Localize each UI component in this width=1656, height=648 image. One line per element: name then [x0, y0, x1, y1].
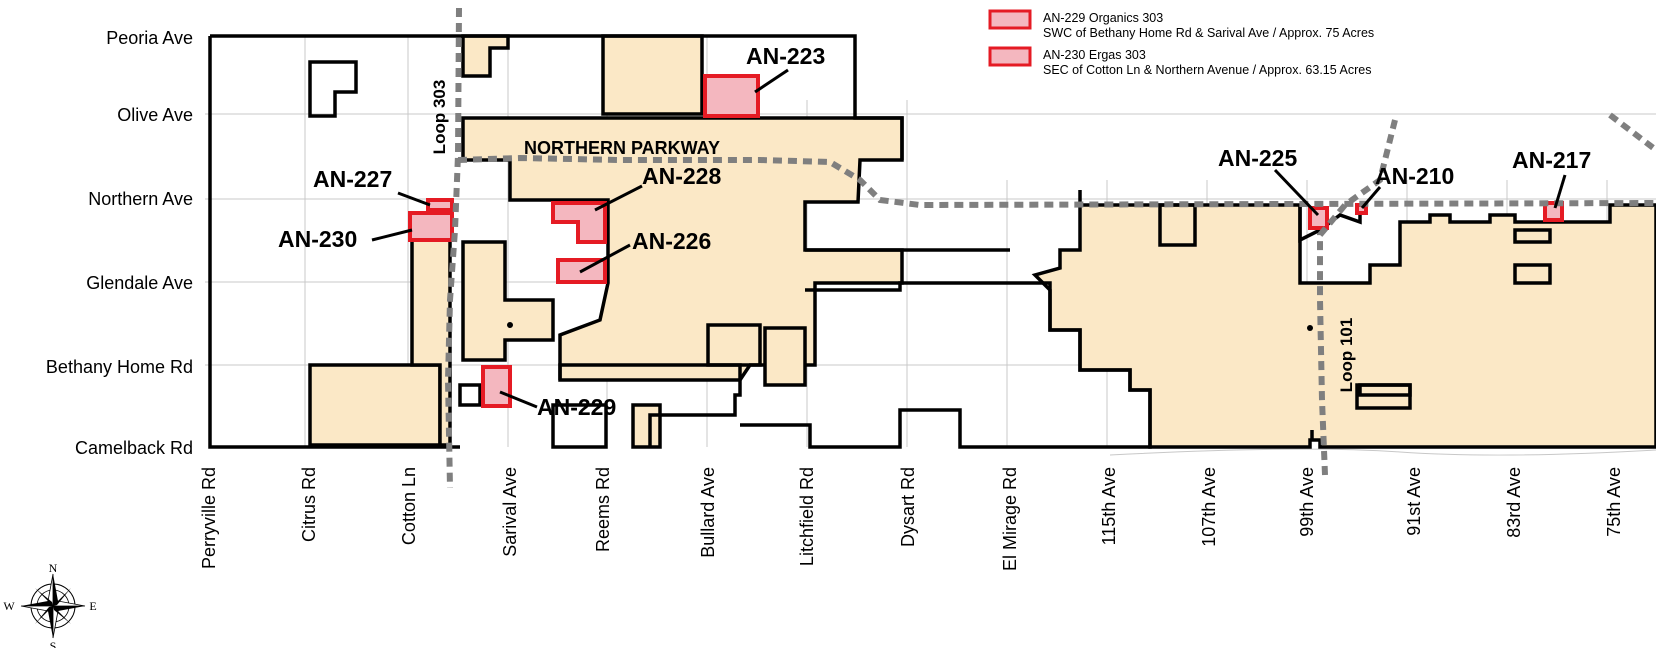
city-areas	[308, 34, 1656, 449]
city-area-west-tracts	[308, 363, 442, 447]
legend-swatch-an229	[988, 9, 1032, 30]
street-label-99th-ave: 99th Ave	[1297, 467, 1317, 537]
legend-title-an230: AN-230 Ergas 303	[1043, 48, 1146, 62]
street-label-peoria-ave: Peoria Ave	[106, 28, 193, 48]
street-label-75th-ave: 75th Ave	[1604, 467, 1624, 537]
street-label-91st-ave: 91st Ave	[1404, 467, 1424, 536]
city-area-camelback-strip	[631, 403, 662, 449]
label-an226: AN-226	[632, 228, 711, 254]
label-an210: AN-210	[1375, 163, 1454, 189]
leader-lines	[371, 68, 1567, 409]
compass-w: W	[3, 599, 15, 613]
loop-101-label: Loop 101	[1337, 318, 1356, 393]
label-an217: AN-217	[1512, 147, 1591, 173]
street-label-reems-rd: Reems Rd	[593, 467, 613, 552]
street-label-115th-ave: 115th Ave	[1099, 467, 1119, 545]
point-markers	[507, 322, 1313, 331]
street-label-dysart-rd: Dysart Rd	[898, 467, 918, 547]
city-area-peoria-parcel-b	[601, 34, 704, 116]
legend-detail-an230: SEC of Cotton Ln & Northern Avenue / App…	[1043, 63, 1371, 77]
jurisdiction-outline	[208, 34, 1552, 449]
city-area-sarival-block	[461, 240, 555, 362]
street-label-glendale-ave: Glendale Ave	[86, 273, 193, 293]
street-label-bethany-home-rd: Bethany Home Rd	[46, 357, 193, 377]
parcel-an229	[481, 365, 512, 408]
loop-101-ne-line	[1608, 112, 1656, 153]
label-an227: AN-227	[313, 166, 392, 192]
annexation-labels: AN-223 AN-228 AN-226 AN-227 AN-230 AN-22…	[278, 43, 1591, 420]
loop-303-label: Loop 303	[430, 80, 449, 155]
east-west-street-labels: Peoria Ave Olive Ave Northern Ave Glenda…	[46, 28, 193, 458]
street-label-perryville-rd: Perryville Rd	[199, 467, 219, 569]
label-an230: AN-230	[278, 226, 357, 252]
compass-e: E	[89, 599, 96, 613]
label-an225: AN-225	[1218, 145, 1297, 171]
street-label-cotton-ln: Cotton Ln	[399, 467, 419, 545]
label-an229: AN-229	[537, 394, 616, 420]
street-label-83rd-ave: 83rd Ave	[1504, 467, 1524, 538]
northern-parkway-label: NORTHERN PARKWAY	[524, 138, 720, 158]
compass-s: S	[50, 639, 57, 648]
street-label-litchfield-rd: Litchfield Rd	[797, 467, 817, 566]
city-area-litchfield-parcel	[763, 326, 807, 387]
loop-303-line	[444, 7, 462, 489]
legend-title-an229: AN-229 Organics 303	[1043, 11, 1163, 25]
northern-parkway-line	[457, 154, 1656, 209]
label-an228: AN-228	[642, 163, 721, 189]
legend-swatch-an230	[988, 46, 1032, 67]
street-label-camelback-rd: Camelback Rd	[75, 438, 193, 458]
highways	[444, 7, 1656, 489]
parcel-an223	[703, 74, 760, 118]
city-area-peoria-parcel-a	[461, 34, 510, 78]
loop-101-line	[1317, 119, 1398, 476]
street-label-citrus-rd: Citrus Rd	[299, 467, 319, 542]
street-label-107th-ave: 107th Ave	[1199, 467, 1219, 547]
parcel-an228	[551, 201, 607, 244]
north-south-street-labels: Perryville Rd Citrus Rd Cotton Ln Sariva…	[199, 467, 1624, 571]
street-label-sarival-ave: Sarival Ave	[500, 467, 520, 557]
parcel-an230	[408, 211, 454, 242]
street-label-el-mirage-rd: El Mirage Rd	[1000, 467, 1020, 571]
street-label-northern-ave: Northern Ave	[88, 189, 193, 209]
compass-rose: N S E W	[3, 561, 96, 648]
compass-n: N	[49, 561, 58, 575]
street-label-bullard-ave: Bullard Ave	[698, 467, 718, 558]
label-an223: AN-223	[746, 43, 825, 69]
legend-detail-an229: SWC of Bethany Home Rd & Sarival Ave / A…	[1043, 26, 1374, 40]
parcel-an227	[426, 198, 454, 212]
street-label-olive-ave: Olive Ave	[117, 105, 193, 125]
legend: AN-229 Organics 303 SWC of Bethany Home …	[988, 9, 1374, 77]
